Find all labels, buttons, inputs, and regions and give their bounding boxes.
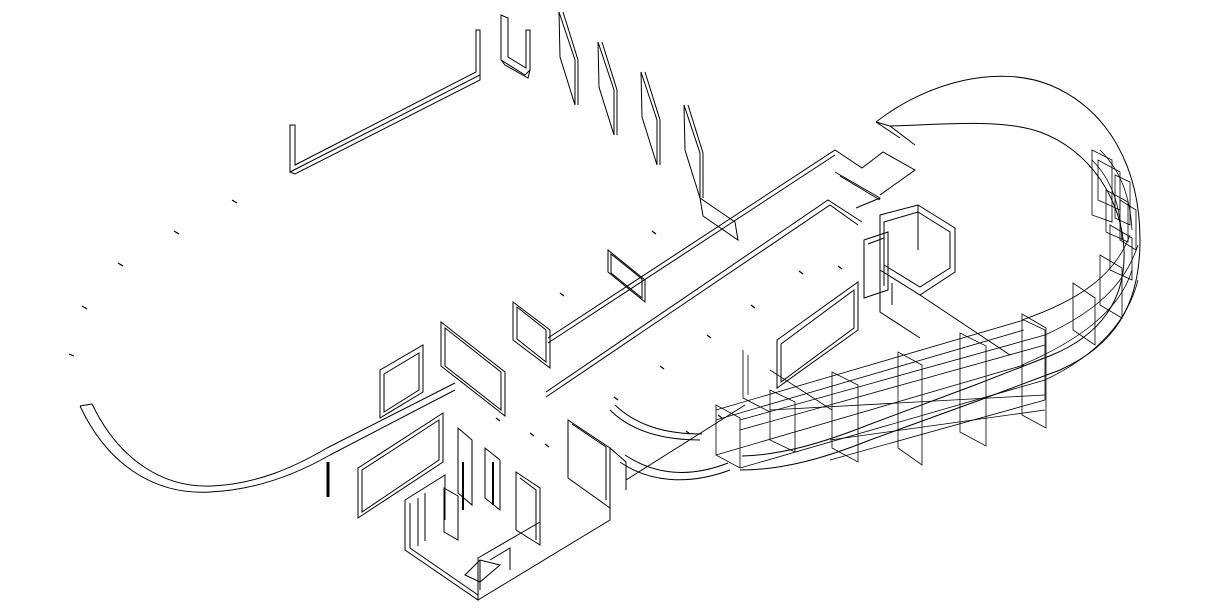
lower-left-rooms	[404, 419, 627, 601]
central-corridor-walls	[545, 149, 916, 398]
left-curved-boundary-wall	[79, 382, 456, 493]
right-loop-wall	[739, 75, 1141, 471]
slanted-panels-row	[558, 11, 739, 242]
back-l-wall	[289, 29, 481, 175]
grid-frame-structure	[715, 149, 1139, 469]
small-u-element	[500, 14, 531, 79]
column-markers	[68, 199, 843, 448]
connector-walls	[609, 404, 746, 481]
frame-panels	[357, 248, 859, 519]
right-upper-boxes	[863, 204, 1011, 356]
